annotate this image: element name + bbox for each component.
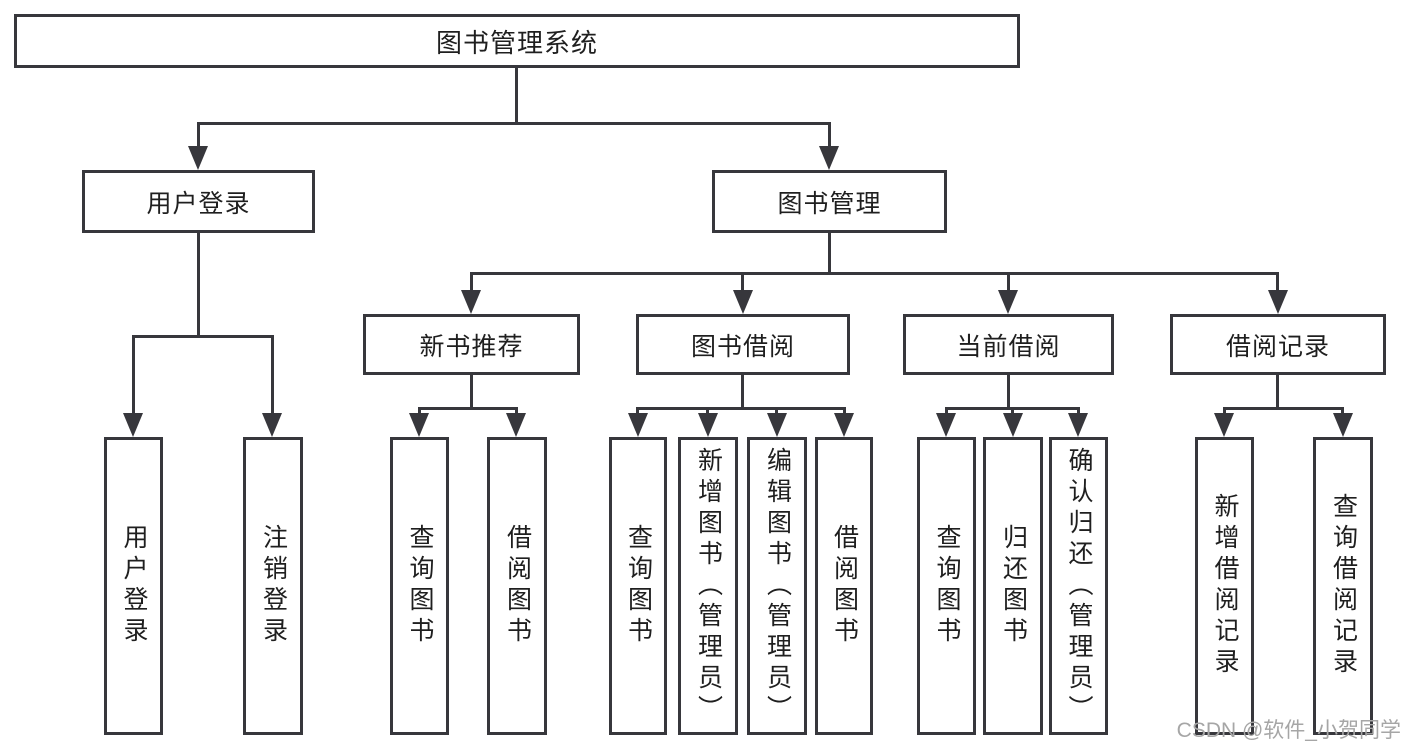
leaf-confirm-return-admin-label: 确认归还（管理员）	[1065, 446, 1093, 726]
node-new-rec-label: 新书推荐	[419, 332, 524, 361]
arrow-book-borrow-leaf-2	[698, 413, 718, 437]
arrow-book-borrow-leaf-4	[834, 413, 854, 437]
edge-user-login-bus	[132, 335, 274, 338]
edge-to-current-borrow-drop	[1007, 272, 1010, 292]
arrow-new-rec	[461, 290, 481, 314]
edge-new-rec-bus	[418, 407, 518, 410]
edge-borrow-record-drop-1	[1223, 407, 1226, 415]
leaf-new-rec-borrow-books: 借阅图书	[487, 437, 547, 735]
edge-user-login-drop-1	[132, 335, 135, 415]
arrow-current-borrow-leaf-1	[936, 413, 956, 437]
arrow-borrow-record	[1268, 290, 1288, 314]
edge-book-borrow-drop-3	[775, 407, 778, 415]
leaf-query-borrow-record-label: 查询借阅记录	[1329, 493, 1358, 679]
node-book-mgmt-label: 图书管理	[777, 189, 882, 218]
leaf-logout: 注销登录	[243, 437, 303, 735]
leaf-confirm-return-admin: 确认归还（管理员）	[1049, 437, 1108, 735]
edge-to-book-borrow-drop	[741, 272, 744, 292]
node-book-borrow-label: 图书借阅	[690, 332, 795, 361]
arrow-current-borrow-leaf-3	[1068, 413, 1088, 437]
arrow-borrow-record-leaf-1	[1214, 413, 1234, 437]
leaf-add-books-admin-label: 新增图书（管理员）	[694, 446, 723, 726]
edge-root-bus	[197, 122, 831, 125]
edge-book-borrow-bus	[636, 407, 846, 410]
leaf-new-rec-query-books: 查询图书	[390, 437, 449, 735]
edge-book-borrow-drop-2	[706, 407, 709, 415]
leaf-borrow-query-books: 查询图书	[609, 437, 667, 735]
leaf-borrow-books-label: 借阅图书	[830, 524, 859, 648]
edge-current-borrow-drop-2	[1011, 407, 1014, 415]
arrow-new-rec-leaf-2	[506, 413, 526, 437]
edge-book-borrow-drop-1	[636, 407, 639, 415]
node-user-login: 用户登录	[82, 170, 315, 233]
leaf-new-rec-query-books-label: 查询图书	[406, 524, 434, 648]
node-borrow-record: 借阅记录	[1170, 314, 1386, 375]
node-root: 图书管理系统	[14, 14, 1020, 68]
leaf-add-books-admin: 新增图书（管理员）	[678, 437, 738, 735]
edge-user-login-stem	[197, 233, 200, 337]
leaf-return-books: 归还图书	[983, 437, 1043, 735]
edge-root-to-user-login-drop	[197, 122, 200, 148]
leaf-current-query-books-label: 查询图书	[933, 524, 961, 648]
node-book-borrow: 图书借阅	[636, 314, 850, 375]
arrow-user-login	[188, 146, 208, 170]
edge-new-rec-stem	[470, 375, 473, 409]
edge-borrow-record-drop-2	[1341, 407, 1344, 415]
node-new-rec: 新书推荐	[363, 314, 580, 375]
edge-user-login-drop-2	[271, 335, 274, 415]
arrow-current-borrow-leaf-2	[1003, 413, 1023, 437]
edge-to-borrow-record-drop	[1276, 272, 1279, 292]
leaf-current-query-books: 查询图书	[917, 437, 976, 735]
leaf-add-borrow-record-label: 新增借阅记录	[1211, 493, 1239, 679]
edge-to-new-rec-drop	[470, 272, 473, 292]
csdn-watermark: CSDN @软件_小贺同学	[1176, 719, 1401, 742]
node-root-label: 图书管理系统	[435, 27, 598, 58]
arrow-book-mgmt	[819, 146, 839, 170]
edge-root-stem	[515, 68, 518, 124]
edge-new-rec-drop-1	[418, 407, 421, 415]
node-user-login-label: 用户登录	[146, 189, 251, 218]
arrow-book-borrow-leaf-3	[767, 413, 787, 437]
leaf-edit-books-admin: 编辑图书（管理员）	[747, 437, 807, 735]
arrow-current-borrow	[998, 290, 1018, 314]
node-book-mgmt: 图书管理	[712, 170, 947, 233]
edge-borrow-record-bus	[1223, 407, 1344, 410]
node-current-borrow-label: 当前借阅	[956, 332, 1061, 361]
arrow-user-login-leaf-1	[123, 413, 143, 437]
leaf-borrow-books: 借阅图书	[815, 437, 873, 735]
arrow-book-borrow	[733, 290, 753, 314]
leaf-user-login: 用户登录	[104, 437, 163, 735]
leaf-logout-label: 注销登录	[259, 524, 288, 648]
leaf-borrow-query-books-label: 查询图书	[624, 524, 653, 648]
edge-new-rec-drop-2	[515, 407, 518, 415]
leaf-user-login-label: 用户登录	[120, 524, 148, 648]
leaf-query-borrow-record: 查询借阅记录	[1313, 437, 1373, 735]
leaf-new-rec-borrow-books-label: 借阅图书	[503, 524, 532, 648]
arrow-book-borrow-leaf-1	[628, 413, 648, 437]
edge-book-mgmt-bus	[470, 272, 1278, 275]
leaf-return-books-label: 归还图书	[999, 524, 1028, 648]
node-current-borrow: 当前借阅	[903, 314, 1114, 375]
edge-borrow-record-stem	[1276, 375, 1279, 409]
leaf-edit-books-admin-label: 编辑图书（管理员）	[763, 446, 792, 726]
node-borrow-record-label: 借阅记录	[1225, 332, 1330, 361]
edge-book-mgmt-stem	[828, 233, 831, 274]
edge-current-borrow-drop-1	[945, 407, 948, 415]
edge-book-borrow-drop-4	[843, 407, 846, 415]
arrow-new-rec-leaf-1	[409, 413, 429, 437]
edge-current-borrow-drop-3	[1077, 407, 1080, 415]
edge-current-borrow-stem	[1007, 375, 1010, 409]
arrow-borrow-record-leaf-2	[1333, 413, 1353, 437]
edge-root-to-book-mgmt-drop	[828, 122, 831, 148]
arrow-user-login-leaf-2	[262, 413, 282, 437]
edge-book-borrow-stem	[741, 375, 744, 409]
leaf-add-borrow-record: 新增借阅记录	[1195, 437, 1254, 735]
